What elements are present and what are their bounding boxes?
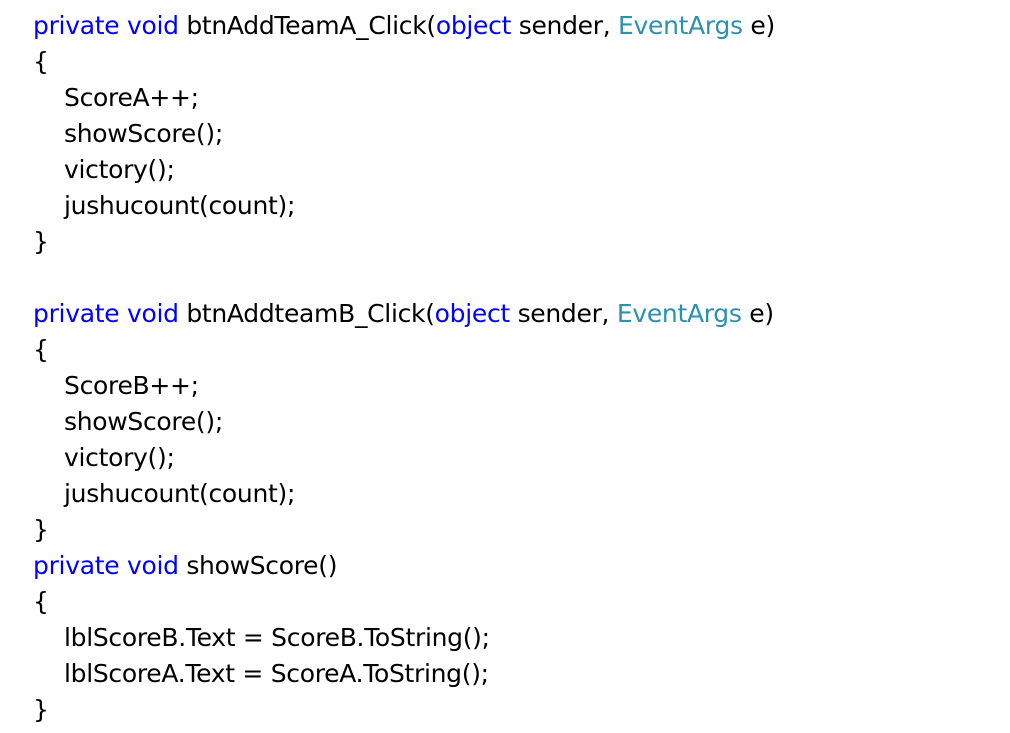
- code-line: {: [33, 584, 993, 620]
- code-line: {: [33, 44, 993, 80]
- type-token: EventArgs: [618, 11, 743, 40]
- code-line: victory();: [33, 440, 993, 476]
- code-line: showScore();: [33, 116, 993, 152]
- code-token: }: [33, 695, 49, 724]
- keyword-token: object: [435, 11, 512, 40]
- code-line: private void showScore(): [33, 548, 993, 584]
- code-line: jushucount(count);: [33, 188, 993, 224]
- keyword-token: void: [126, 299, 179, 328]
- code-token: victory();: [64, 155, 175, 184]
- code-line: }: [33, 224, 993, 260]
- code-token: showScore();: [64, 407, 223, 436]
- code-token: [119, 551, 127, 580]
- keyword-token: private: [33, 551, 120, 580]
- code-token: ScoreB++;: [64, 371, 199, 400]
- code-token: {: [33, 335, 49, 364]
- code-line: }: [33, 692, 993, 728]
- code-token: showScore();: [64, 119, 223, 148]
- code-token: jushucount(count);: [64, 479, 296, 508]
- code-line: private void btnAddteamB_Click(object se…: [33, 296, 993, 332]
- code-token: lblScoreB.Text = ScoreB.ToString();: [64, 623, 490, 652]
- code-token: lblScoreA.Text = ScoreA.ToString();: [64, 659, 489, 688]
- code-editor[interactable]: private void btnAddTeamA_Click(object se…: [33, 8, 993, 728]
- blank-line: [33, 260, 993, 296]
- code-token: btnAddTeamA_Click(: [178, 11, 436, 40]
- code-token: }: [33, 227, 49, 256]
- keyword-token: private: [33, 11, 120, 40]
- code-token: {: [33, 587, 49, 616]
- code-token: ScoreA++;: [64, 83, 199, 112]
- code-token: [119, 299, 127, 328]
- code-token: sender,: [511, 11, 619, 40]
- code-line: }: [33, 512, 993, 548]
- type-token: EventArgs: [616, 299, 742, 328]
- code-line: private void btnAddTeamA_Click(object se…: [33, 8, 993, 44]
- code-token: jushucount(count);: [64, 191, 296, 220]
- code-line: ScoreB++;: [33, 368, 993, 404]
- code-line: jushucount(count);: [33, 476, 993, 512]
- code-token: e): [742, 11, 775, 40]
- code-line: {: [33, 332, 993, 368]
- code-line: showScore();: [33, 404, 993, 440]
- keyword-token: private: [33, 299, 120, 328]
- code-line: victory();: [33, 152, 993, 188]
- code-line: ScoreA++;: [33, 80, 993, 116]
- code-token: btnAddteamB_Click(: [178, 299, 435, 328]
- code-token: showScore(): [178, 551, 338, 580]
- code-token: }: [33, 515, 49, 544]
- keyword-token: void: [126, 551, 179, 580]
- code-token: victory();: [64, 443, 175, 472]
- keyword-token: void: [126, 11, 179, 40]
- code-line: lblScoreA.Text = ScoreA.ToString();: [33, 656, 993, 692]
- code-token: {: [33, 47, 49, 76]
- code-token: sender,: [509, 299, 617, 328]
- code-token: [119, 11, 127, 40]
- keyword-token: object: [434, 299, 511, 328]
- code-line: lblScoreB.Text = ScoreB.ToString();: [33, 620, 993, 656]
- code-token: e): [741, 299, 774, 328]
